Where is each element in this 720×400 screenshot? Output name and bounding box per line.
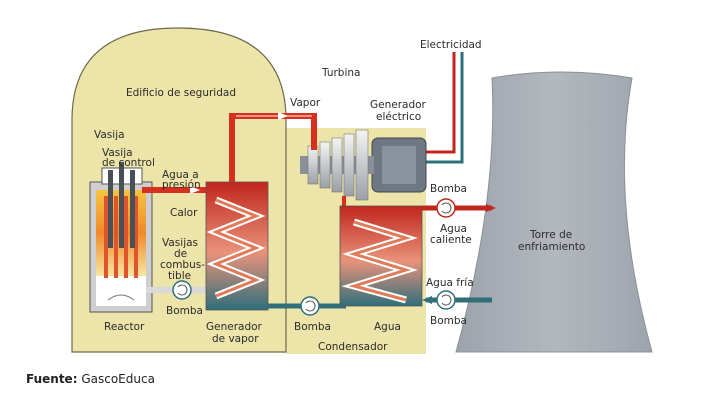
label-bomba-cond: Bomba <box>294 321 331 333</box>
label-vasija-control-2: de control <box>102 157 155 169</box>
reactor-pump-icon <box>177 284 188 296</box>
label-bomba-fria: Bomba <box>430 315 467 327</box>
label-turbina: Turbina <box>321 67 360 79</box>
label-vasijas-comb-3: combus- <box>160 259 205 271</box>
condensate-pump-icon <box>305 300 316 312</box>
label-edificio: Edificio de seguridad <box>126 87 236 99</box>
source-caption: Fuente: GascoEduca <box>26 372 155 386</box>
condenser <box>339 205 423 307</box>
label-bomba-reactor: Bomba <box>166 305 203 317</box>
label-vasijas-comb-2: de <box>174 248 187 260</box>
hot-water-pump <box>436 198 456 218</box>
label-agua: Agua <box>374 321 401 333</box>
label-generador-electrico-1: Generador <box>370 99 427 111</box>
hot-water-pump-icon <box>441 202 452 214</box>
cold-water-arrow <box>422 296 432 304</box>
turbine <box>300 129 374 201</box>
steam-generator <box>205 181 269 311</box>
primary-hot-arrow <box>190 186 200 194</box>
label-reactor: Reactor <box>104 321 145 333</box>
control-rods <box>101 162 143 248</box>
hot-water-arrow <box>486 204 496 212</box>
label-vapor: Vapor <box>290 97 321 109</box>
label-vasijas-comb-4: tible <box>168 270 191 282</box>
label-gen-vapor-2: de vapor <box>212 333 259 345</box>
label-agua-caliente-1: Agua <box>440 223 467 235</box>
cold-water-pump-icon <box>441 294 452 306</box>
cold-water-pump <box>436 290 456 310</box>
cooling-tower <box>455 71 653 353</box>
label-vasija: Vasija <box>94 129 125 141</box>
label-agua-presion-2: presión <box>162 179 201 191</box>
label-vasija-control-1: Vasija <box>102 147 133 159</box>
label-calor: Calor <box>170 207 198 219</box>
generator-face <box>382 146 416 184</box>
label-bomba-caliente: Bomba <box>430 183 467 195</box>
label-generador-electrico-2: eléctrico <box>376 111 421 123</box>
source-value: GascoEduca <box>81 372 155 386</box>
label-gen-vapor-1: Generador <box>206 321 263 333</box>
label-condensador: Condensador <box>318 341 388 353</box>
label-agua-caliente-2: caliente <box>430 234 472 246</box>
label-torre-1: Torre de <box>529 229 572 241</box>
label-torre-2: enfriamiento <box>518 241 585 253</box>
steam-arrow <box>278 112 288 120</box>
label-electricidad: Electricidad <box>420 39 482 51</box>
reactor-pump <box>172 280 192 300</box>
label-agua-presion-1: Agua a <box>162 169 199 181</box>
electricity-line-red <box>424 52 456 154</box>
condensate-pump <box>300 296 320 316</box>
source-label: Fuente: <box>26 372 78 386</box>
label-agua-fria: Agua fría <box>426 277 474 289</box>
label-vasijas-comb-1: Vasijas <box>162 237 198 249</box>
electricity-line-teal <box>424 52 464 164</box>
